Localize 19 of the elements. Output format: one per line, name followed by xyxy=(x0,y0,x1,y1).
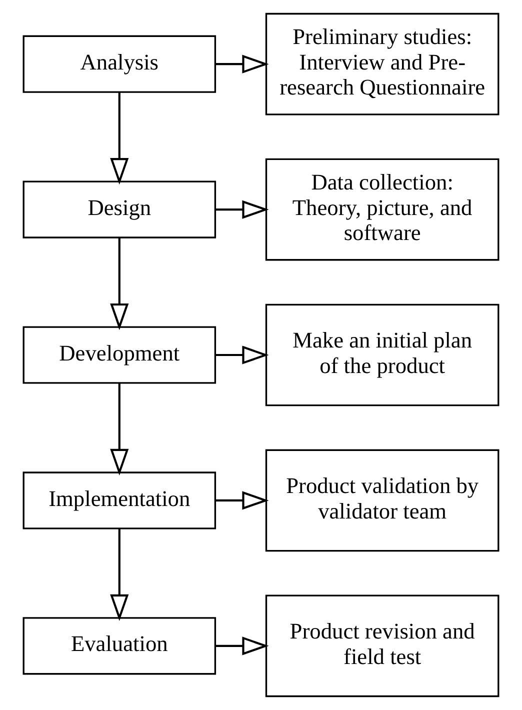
arrow xyxy=(215,346,269,364)
node-box: Development xyxy=(22,326,216,384)
node-box: Product revision and field test xyxy=(265,594,500,698)
node-box: Make an initial plan of the product xyxy=(265,304,500,406)
arrow xyxy=(110,383,129,476)
arrow xyxy=(110,528,129,621)
arrow xyxy=(215,491,269,510)
node-box: Product validation by validator team xyxy=(265,449,500,552)
node-box: Evaluation xyxy=(22,617,216,675)
node-box: Design xyxy=(22,180,216,238)
arrow xyxy=(215,636,269,656)
arrow xyxy=(110,238,129,330)
node-box: Implementation xyxy=(22,472,216,530)
arrow xyxy=(110,92,129,185)
arrow xyxy=(215,54,269,74)
arrow xyxy=(215,200,269,219)
node-box: Analysis xyxy=(22,35,216,93)
node-box: Preliminary studies: Interview and Pre-research Questionnaire xyxy=(265,12,500,116)
node-box: Data collection: Theory, picture, and software xyxy=(265,158,500,261)
